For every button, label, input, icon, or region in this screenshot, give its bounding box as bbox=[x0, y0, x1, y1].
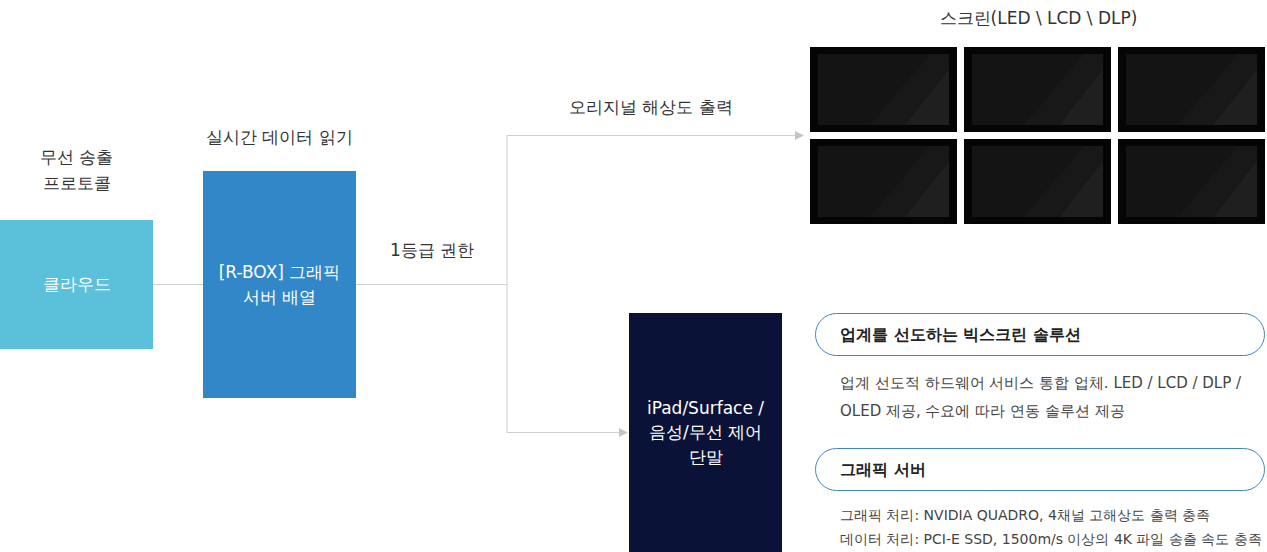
feature-pill: 업계를 선도하는 빅스크린 솔루션 bbox=[815, 313, 1265, 356]
screen-panel bbox=[964, 139, 1111, 224]
screen-panel bbox=[1118, 47, 1265, 132]
box-label: 업계를 선도하는 빅스크린 솔루션 bbox=[840, 323, 1240, 346]
box-label: 클라우드 bbox=[12, 272, 142, 297]
box-heading: 무선 송출 프로토콜 bbox=[31, 144, 122, 197]
box-heading: 스크린(LED \ LCD \ DLP) bbox=[810, 5, 1267, 31]
terminal-box: iPad/Surface /음성/무선 제어 단말 bbox=[629, 313, 782, 552]
description-text: 그래픽 처리: NVIDIA QUADRO, 4채널 고해상도 출력 충족 bbox=[840, 505, 1267, 525]
box-label: 그래픽 서버 bbox=[840, 458, 1240, 481]
screen-wall: 스크린(LED \ LCD \ DLP) bbox=[810, 47, 1267, 224]
server-box: 실시간 데이터 읽기[R-BOX] 그래픽 서버 배열 bbox=[203, 171, 356, 398]
connector-label: 오리지널 해상도 출력 bbox=[541, 96, 761, 119]
description-text: 업계 선도적 하드웨어 서비스 통합 업체. LED / LCD / DLP /… bbox=[840, 369, 1267, 425]
box-label: [R-BOX] 그래픽 서버 배열 bbox=[216, 260, 344, 309]
connector-line bbox=[153, 284, 203, 285]
connector-line bbox=[356, 285, 627, 433]
screen-panel bbox=[810, 47, 957, 132]
feature-pill: 그래픽 서버 bbox=[815, 448, 1265, 491]
cloud-box: 무선 송출 프로토콜클라우드 bbox=[0, 220, 153, 349]
connector-label: 1등급 권한 bbox=[322, 239, 542, 262]
description-text: 데이터 처리: PCI-E SSD, 1500m/s 이상의 4K 파일 송출 … bbox=[840, 529, 1267, 549]
box-heading: 실시간 데이터 읽기 bbox=[173, 124, 386, 150]
box-label: iPad/Surface /음성/무선 제어 단말 bbox=[647, 396, 765, 470]
screen-panel bbox=[1118, 139, 1265, 224]
connector-line bbox=[356, 136, 803, 285]
screen-panel bbox=[810, 139, 957, 224]
screen-panel bbox=[964, 47, 1111, 132]
